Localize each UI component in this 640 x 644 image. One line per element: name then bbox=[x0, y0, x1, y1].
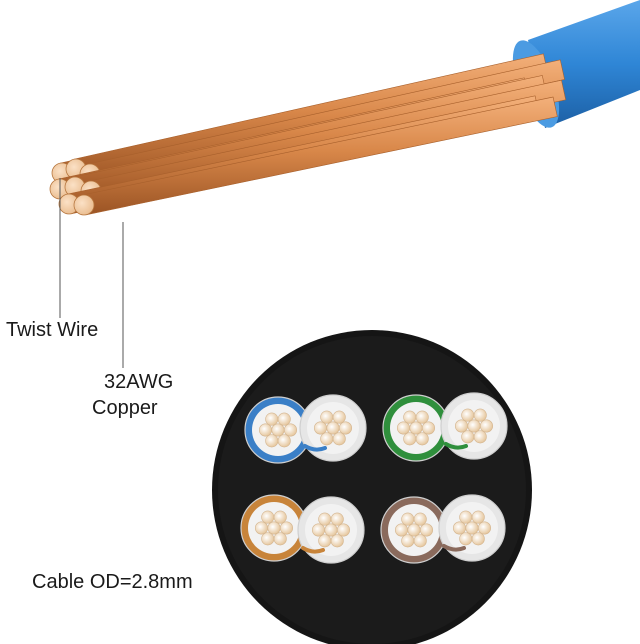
gauge-label: 32AWG bbox=[104, 371, 174, 393]
cable-od-label: Cable OD=2.8mm bbox=[32, 571, 193, 593]
copper-strands bbox=[49, 53, 567, 216]
insulated-conductor bbox=[440, 392, 508, 460]
twisted-pair-orange bbox=[240, 494, 365, 564]
cable-cross-section bbox=[212, 330, 532, 644]
insulated-conductor bbox=[438, 494, 506, 562]
insulated-conductor bbox=[299, 394, 367, 462]
twist-wire-label: Twist Wire bbox=[6, 319, 99, 341]
copper-strand bbox=[73, 96, 558, 216]
insulated-conductor bbox=[297, 496, 365, 564]
material-label: Copper bbox=[92, 397, 158, 419]
twisted-pair-brown bbox=[380, 494, 506, 564]
insulated-conductor bbox=[240, 494, 308, 562]
twisted-pair-blue bbox=[244, 394, 367, 464]
insulated-conductor bbox=[380, 496, 448, 564]
insulated-conductor bbox=[382, 394, 450, 462]
insulated-conductor bbox=[244, 396, 312, 464]
twisted-pair-green bbox=[382, 392, 508, 462]
